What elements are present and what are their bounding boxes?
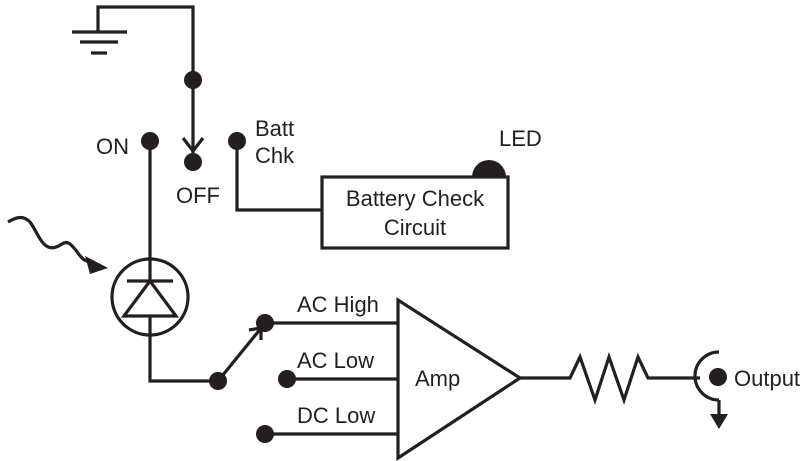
battery-check-label-line1: Battery Check [346, 186, 485, 211]
label-amp: Amp [415, 366, 460, 391]
label-chk: Chk [255, 143, 295, 168]
resistor-icon [520, 351, 700, 406]
label-output: Output [734, 366, 800, 391]
mode-switch-arm[interactable] [216, 325, 264, 383]
label-led: LED [499, 126, 542, 151]
output-jack-icon [693, 350, 728, 429]
battery-check-label-line2: Circuit [384, 215, 446, 240]
label-batt: Batt [255, 116, 294, 141]
label-on: ON [96, 134, 129, 159]
light-input-arrow-icon [7, 215, 108, 274]
power-switch-off-terminal[interactable] [184, 153, 202, 171]
ground-wire [96, 5, 195, 80]
battcheck-wire [235, 141, 322, 212]
amplifier-icon [396, 297, 523, 461]
label-off: OFF [176, 183, 220, 208]
label-ac-high: AC High [297, 292, 379, 317]
photodiode-output-wire [148, 316, 218, 383]
led-icon [472, 160, 506, 177]
ground-icon [72, 30, 127, 55]
power-switch-arrowhead-icon [181, 137, 205, 154]
battery-check-circuit-box [320, 175, 510, 250]
label-dc-low: DC Low [297, 403, 375, 428]
label-ac-low: AC Low [297, 348, 374, 373]
